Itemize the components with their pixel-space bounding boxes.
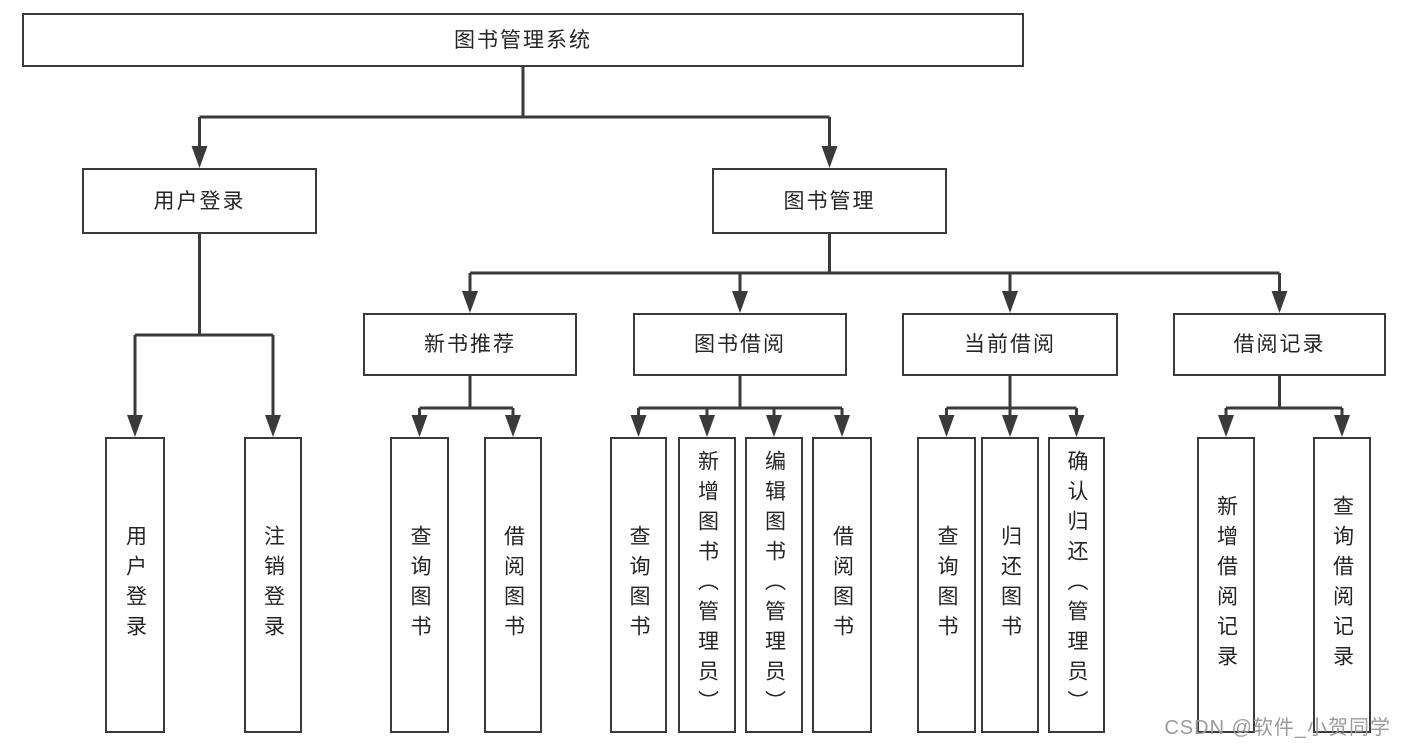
node-label-user-login: 用户登录 xyxy=(123,525,147,645)
node-user-login: 用户登录 xyxy=(105,437,165,733)
arrowhead-icon xyxy=(411,415,428,437)
node-label-cur-confirm: 确认归还（管理员） xyxy=(1065,450,1088,720)
node-label-cur-query: 查询图书 xyxy=(935,525,958,645)
arrowhead-icon xyxy=(1271,291,1288,313)
arrowhead-icon xyxy=(834,415,850,437)
arrowhead-icon xyxy=(505,415,521,437)
node-rec-query: 查询借阅记录 xyxy=(1313,437,1371,733)
node-label-current-borrow: 当前借阅 xyxy=(964,333,1056,356)
node-label-rec-query: 查询借阅记录 xyxy=(1330,495,1354,675)
arrowhead-icon xyxy=(1334,415,1350,437)
arrowhead-icon xyxy=(265,415,281,437)
arrowhead-icon xyxy=(699,415,715,437)
node-label-new-books: 新书推荐 xyxy=(424,333,516,356)
node-cur-return: 归还图书 xyxy=(981,437,1039,733)
node-nb-borrow: 借阅图书 xyxy=(484,437,542,733)
arrowhead-icon xyxy=(1218,415,1234,437)
arrowhead-icon xyxy=(630,415,647,437)
node-book-borrow: 图书借阅 xyxy=(633,313,847,376)
node-book-mgmt: 图书管理 xyxy=(712,168,947,234)
node-borrow-records: 借阅记录 xyxy=(1173,313,1386,376)
node-label-bw-edit: 编辑图书（管理员） xyxy=(762,450,786,720)
node-label-book-borrow: 图书借阅 xyxy=(694,333,786,356)
arrowhead-icon xyxy=(732,291,748,313)
node-bw-borrow: 借阅图书 xyxy=(812,437,872,733)
arrowhead-icon xyxy=(938,415,955,437)
arrowhead-icon xyxy=(462,291,478,313)
node-label-nb-query: 查询图书 xyxy=(408,525,431,645)
watermark-text: CSDN @软件_小贺同学 xyxy=(1164,717,1391,739)
node-cur-query: 查询图书 xyxy=(917,437,976,733)
arrowhead-icon xyxy=(127,415,143,437)
node-label-bw-query: 查询图书 xyxy=(627,525,650,645)
node-logout: 注销登录 xyxy=(244,437,302,733)
arrowhead-icon xyxy=(1002,291,1018,313)
node-label-rec-add: 新增借阅记录 xyxy=(1214,495,1238,675)
node-root: 图书管理系统 xyxy=(22,13,1024,67)
node-cur-confirm: 确认归还（管理员） xyxy=(1048,437,1105,733)
node-login-group: 用户登录 xyxy=(82,168,317,234)
node-label-nb-borrow: 借阅图书 xyxy=(501,525,525,645)
node-label-logout: 注销登录 xyxy=(261,525,285,645)
node-label-login-group: 用户登录 xyxy=(153,189,246,213)
node-rec-add: 新增借阅记录 xyxy=(1197,437,1255,733)
node-nb-query: 查询图书 xyxy=(390,437,449,733)
arrowhead-icon xyxy=(191,146,208,168)
arrowhead-icon xyxy=(1002,415,1018,437)
node-new-books: 新书推荐 xyxy=(363,313,577,376)
arrowhead-icon xyxy=(1068,415,1085,437)
node-label-root: 图书管理系统 xyxy=(454,28,592,52)
node-label-cur-return: 归还图书 xyxy=(998,525,1022,645)
node-bw-query: 查询图书 xyxy=(610,437,667,733)
node-bw-add: 新增图书（管理员） xyxy=(678,437,736,733)
node-label-borrow-records: 借阅记录 xyxy=(1233,333,1326,356)
node-label-book-mgmt: 图书管理 xyxy=(783,189,876,213)
arrowhead-icon xyxy=(766,415,782,437)
node-current-borrow: 当前借阅 xyxy=(902,313,1118,376)
arrowhead-icon xyxy=(821,146,838,168)
node-label-bw-borrow: 借阅图书 xyxy=(830,525,854,645)
node-bw-edit: 编辑图书（管理员） xyxy=(745,437,803,733)
node-label-bw-add: 新增图书（管理员） xyxy=(695,450,719,720)
